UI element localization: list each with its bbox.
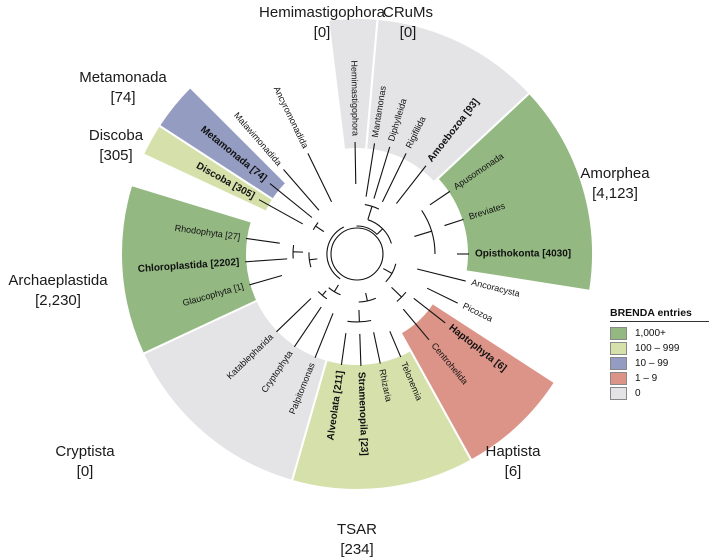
supergroup-count-discoba: [305]: [99, 147, 132, 164]
branch-rigifilida: [381, 153, 407, 203]
root-ring: [330, 227, 384, 281]
branch-rhodophyta: [246, 237, 280, 244]
branch-apusomonada: [429, 190, 451, 206]
clade-stem-cryptista: [333, 284, 339, 292]
legend-item-1to9: 1 – 9: [610, 371, 709, 386]
clade-stem-amorphea: [376, 228, 384, 235]
supergroup-name-crums: CRuMs: [383, 4, 433, 21]
clade-stem-discoba-metamonada: [315, 225, 325, 233]
supergroup-name-metamonada: Metamonada: [79, 69, 167, 86]
branch-chloroplastida: [245, 258, 288, 263]
tip-label-ancoracysta: Ancoracysta: [470, 277, 520, 299]
branch-ancyromonadida: [307, 153, 333, 203]
branch-katablepharida: [276, 298, 312, 333]
supergroup-count-haptista: [6]: [505, 463, 522, 480]
branch-mantamonas: [365, 143, 376, 197]
clade-arc-haptista: [396, 291, 407, 302]
clade-arc-root-top: [356, 225, 378, 235]
supergroup-count-cryptista: [0]: [77, 463, 94, 480]
legend: BRENDA entries 1,000+ 100 – 999 10 – 99 1 –…: [610, 307, 709, 401]
supergroup-count-archaeplastida: [2,230]: [35, 292, 81, 309]
clade-arc-root-left: [326, 226, 345, 280]
branch-alveolata: [340, 333, 347, 365]
supergroup-count-crums: [0]: [400, 24, 417, 41]
supergroup-count-tsar: [234]: [340, 541, 373, 558]
clade-stem-archaeplastida: [309, 258, 318, 261]
legend-item-1000plus: 1,000+: [610, 326, 709, 341]
sector-metamonada: [157, 85, 288, 201]
branch-hemimastigophora: [354, 142, 357, 185]
branch-glaucophyta: [249, 274, 283, 286]
sector-amorphea: [436, 91, 594, 293]
legend-item-label: 1,000+: [635, 328, 666, 339]
legend-swatch: [610, 327, 627, 340]
tip-label-opisthokonta: Opisthokonta [4030]: [475, 249, 571, 260]
supergroup-count-amorphea: [4,123]: [592, 185, 638, 202]
legend-item-10to99: 10 – 99: [610, 356, 709, 371]
branch-picozoa: [426, 287, 458, 304]
supergroup-name-cryptista: Cryptista: [55, 443, 115, 460]
tip-label-hemimastigophora: Hemimastigophora: [349, 60, 360, 136]
branch-discoba: [258, 199, 304, 225]
supergroup-count-hemimastigophora: [0]: [314, 24, 331, 41]
branch-palpitomonas: [314, 313, 334, 359]
legend-item-label: 100 – 999: [635, 343, 680, 354]
branch-breviates: [444, 218, 464, 227]
supergroup-name-archaeplastida: Archaeplastida: [8, 272, 108, 289]
legend-swatch: [610, 372, 627, 385]
clade-arc-tsar: [358, 297, 377, 303]
sector-tsar: [290, 348, 473, 491]
legend-title: BRENDA entries: [610, 307, 709, 322]
legend-swatch: [610, 387, 627, 400]
supergroup-name-amorphea: Amorphea: [580, 165, 650, 182]
legend-swatch: [610, 342, 627, 355]
clade-stem-cryptista-inner: [321, 290, 327, 296]
supergroup-name-discoba: Discoba: [89, 127, 144, 144]
legend-swatch: [610, 357, 627, 370]
clade-arc-cryptista: [328, 287, 341, 296]
branch-stramenopila: [359, 333, 362, 366]
branch-malawimonadida: [283, 169, 320, 211]
branch-haptophyta: [413, 297, 446, 324]
branch-diphylleida: [373, 146, 391, 199]
clade-stem-crums: [367, 206, 373, 220]
legend-item-label: 1 – 9: [635, 373, 658, 384]
supergroup-name-tsar: TSAR: [337, 521, 377, 538]
supergroup-count-metamonada: [74]: [110, 89, 135, 106]
branch-centrohelida: [402, 308, 430, 341]
legend-item-zero: 0: [610, 386, 709, 401]
sector-cryptista: [141, 299, 328, 483]
branch-ancoracysta: [417, 268, 466, 282]
clade-stem-tsar: [365, 292, 368, 301]
branch-cryptophyta: [293, 306, 322, 348]
branch-metamonada: [269, 183, 313, 218]
legend-item-label: 10 – 99: [635, 358, 669, 369]
clade-arc-discoba-metamonada: [312, 222, 319, 231]
legend-item-label: 0: [635, 388, 641, 399]
legend-item-100to999: 100 – 999: [610, 341, 709, 356]
clade-stem-diaph: [382, 268, 393, 274]
clade-stem-haptista: [391, 286, 402, 298]
branch-telonemia: [389, 331, 402, 358]
tip-label-stramenopila: Stramenopila [23]: [355, 372, 369, 456]
clade-stem-amorphea-inner: [414, 230, 432, 237]
tip-label-ancyromonadida: Ancyromonadida: [272, 85, 311, 150]
branch-rhizaria: [373, 332, 381, 364]
sector-archaeplastida: [120, 183, 259, 356]
supergroup-name-hemimastigophora: Hemimastigophora: [259, 4, 386, 21]
clade-arc-diaph: [385, 263, 397, 283]
tip-label-picozoa: Picozoa: [461, 301, 494, 324]
supergroup-name-haptista: Haptista: [485, 443, 541, 460]
branch-amoebozoa: [395, 165, 427, 204]
